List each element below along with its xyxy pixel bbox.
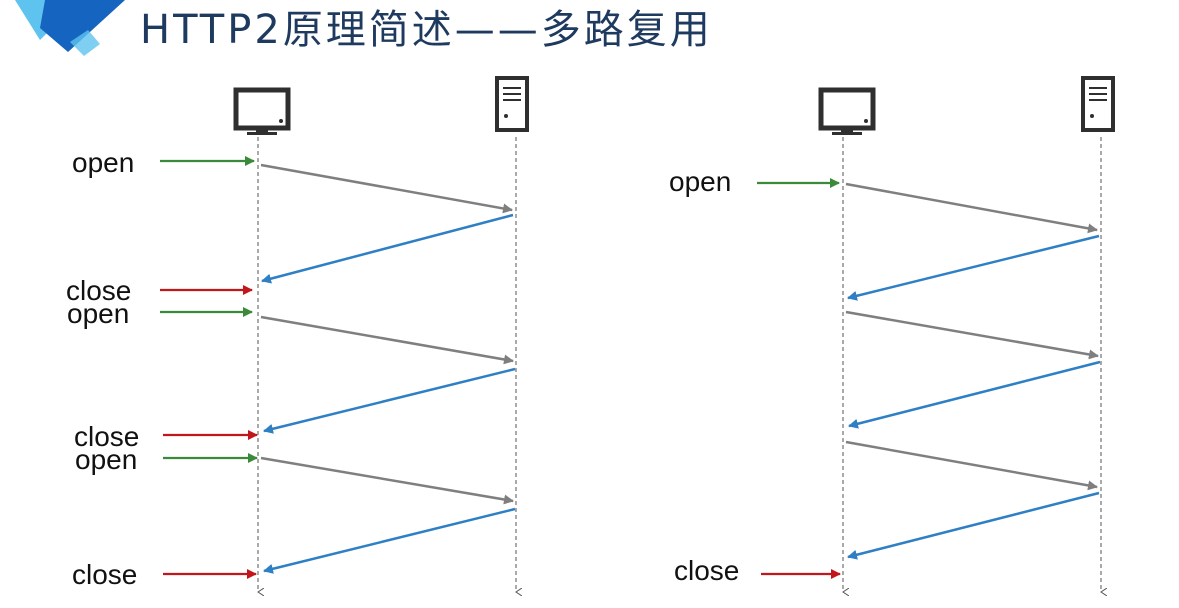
- response-arrow: [263, 507, 516, 574]
- request-arrow: [845, 440, 1098, 491]
- close-label: close: [74, 421, 139, 452]
- right-diagram: open close: [669, 76, 1115, 592]
- response-arrow: [847, 491, 1100, 560]
- monitor-icon: [818, 87, 876, 135]
- request-arrow: [845, 182, 1098, 234]
- open-label: open: [75, 444, 137, 475]
- logo-accent-shape: [70, 30, 100, 56]
- open-label: open: [669, 166, 731, 197]
- monitor-icon: [233, 87, 291, 135]
- open-label: open: [67, 298, 129, 329]
- close-label: close: [674, 555, 739, 586]
- request-arrow: [260, 163, 513, 214]
- request-arrow: [260, 456, 514, 505]
- server-tower-icon: [1081, 76, 1115, 132]
- logo-dark-shape: [40, 0, 125, 52]
- response-arrow: [263, 367, 516, 434]
- left-diagram: open close open close open close: [66, 76, 529, 592]
- logo-decoration: [15, 0, 125, 56]
- request-arrow: [845, 310, 1099, 360]
- request-arrow: [260, 315, 514, 365]
- close-label: close: [66, 275, 131, 306]
- close-label: close: [72, 559, 137, 590]
- response-arrow: [261, 213, 514, 284]
- slide-title: HTTP2原理简述——多路复用: [140, 7, 713, 53]
- response-arrow: [848, 360, 1101, 429]
- open-label: open: [72, 147, 134, 178]
- response-arrow: [847, 234, 1100, 301]
- server-tower-icon: [495, 76, 529, 132]
